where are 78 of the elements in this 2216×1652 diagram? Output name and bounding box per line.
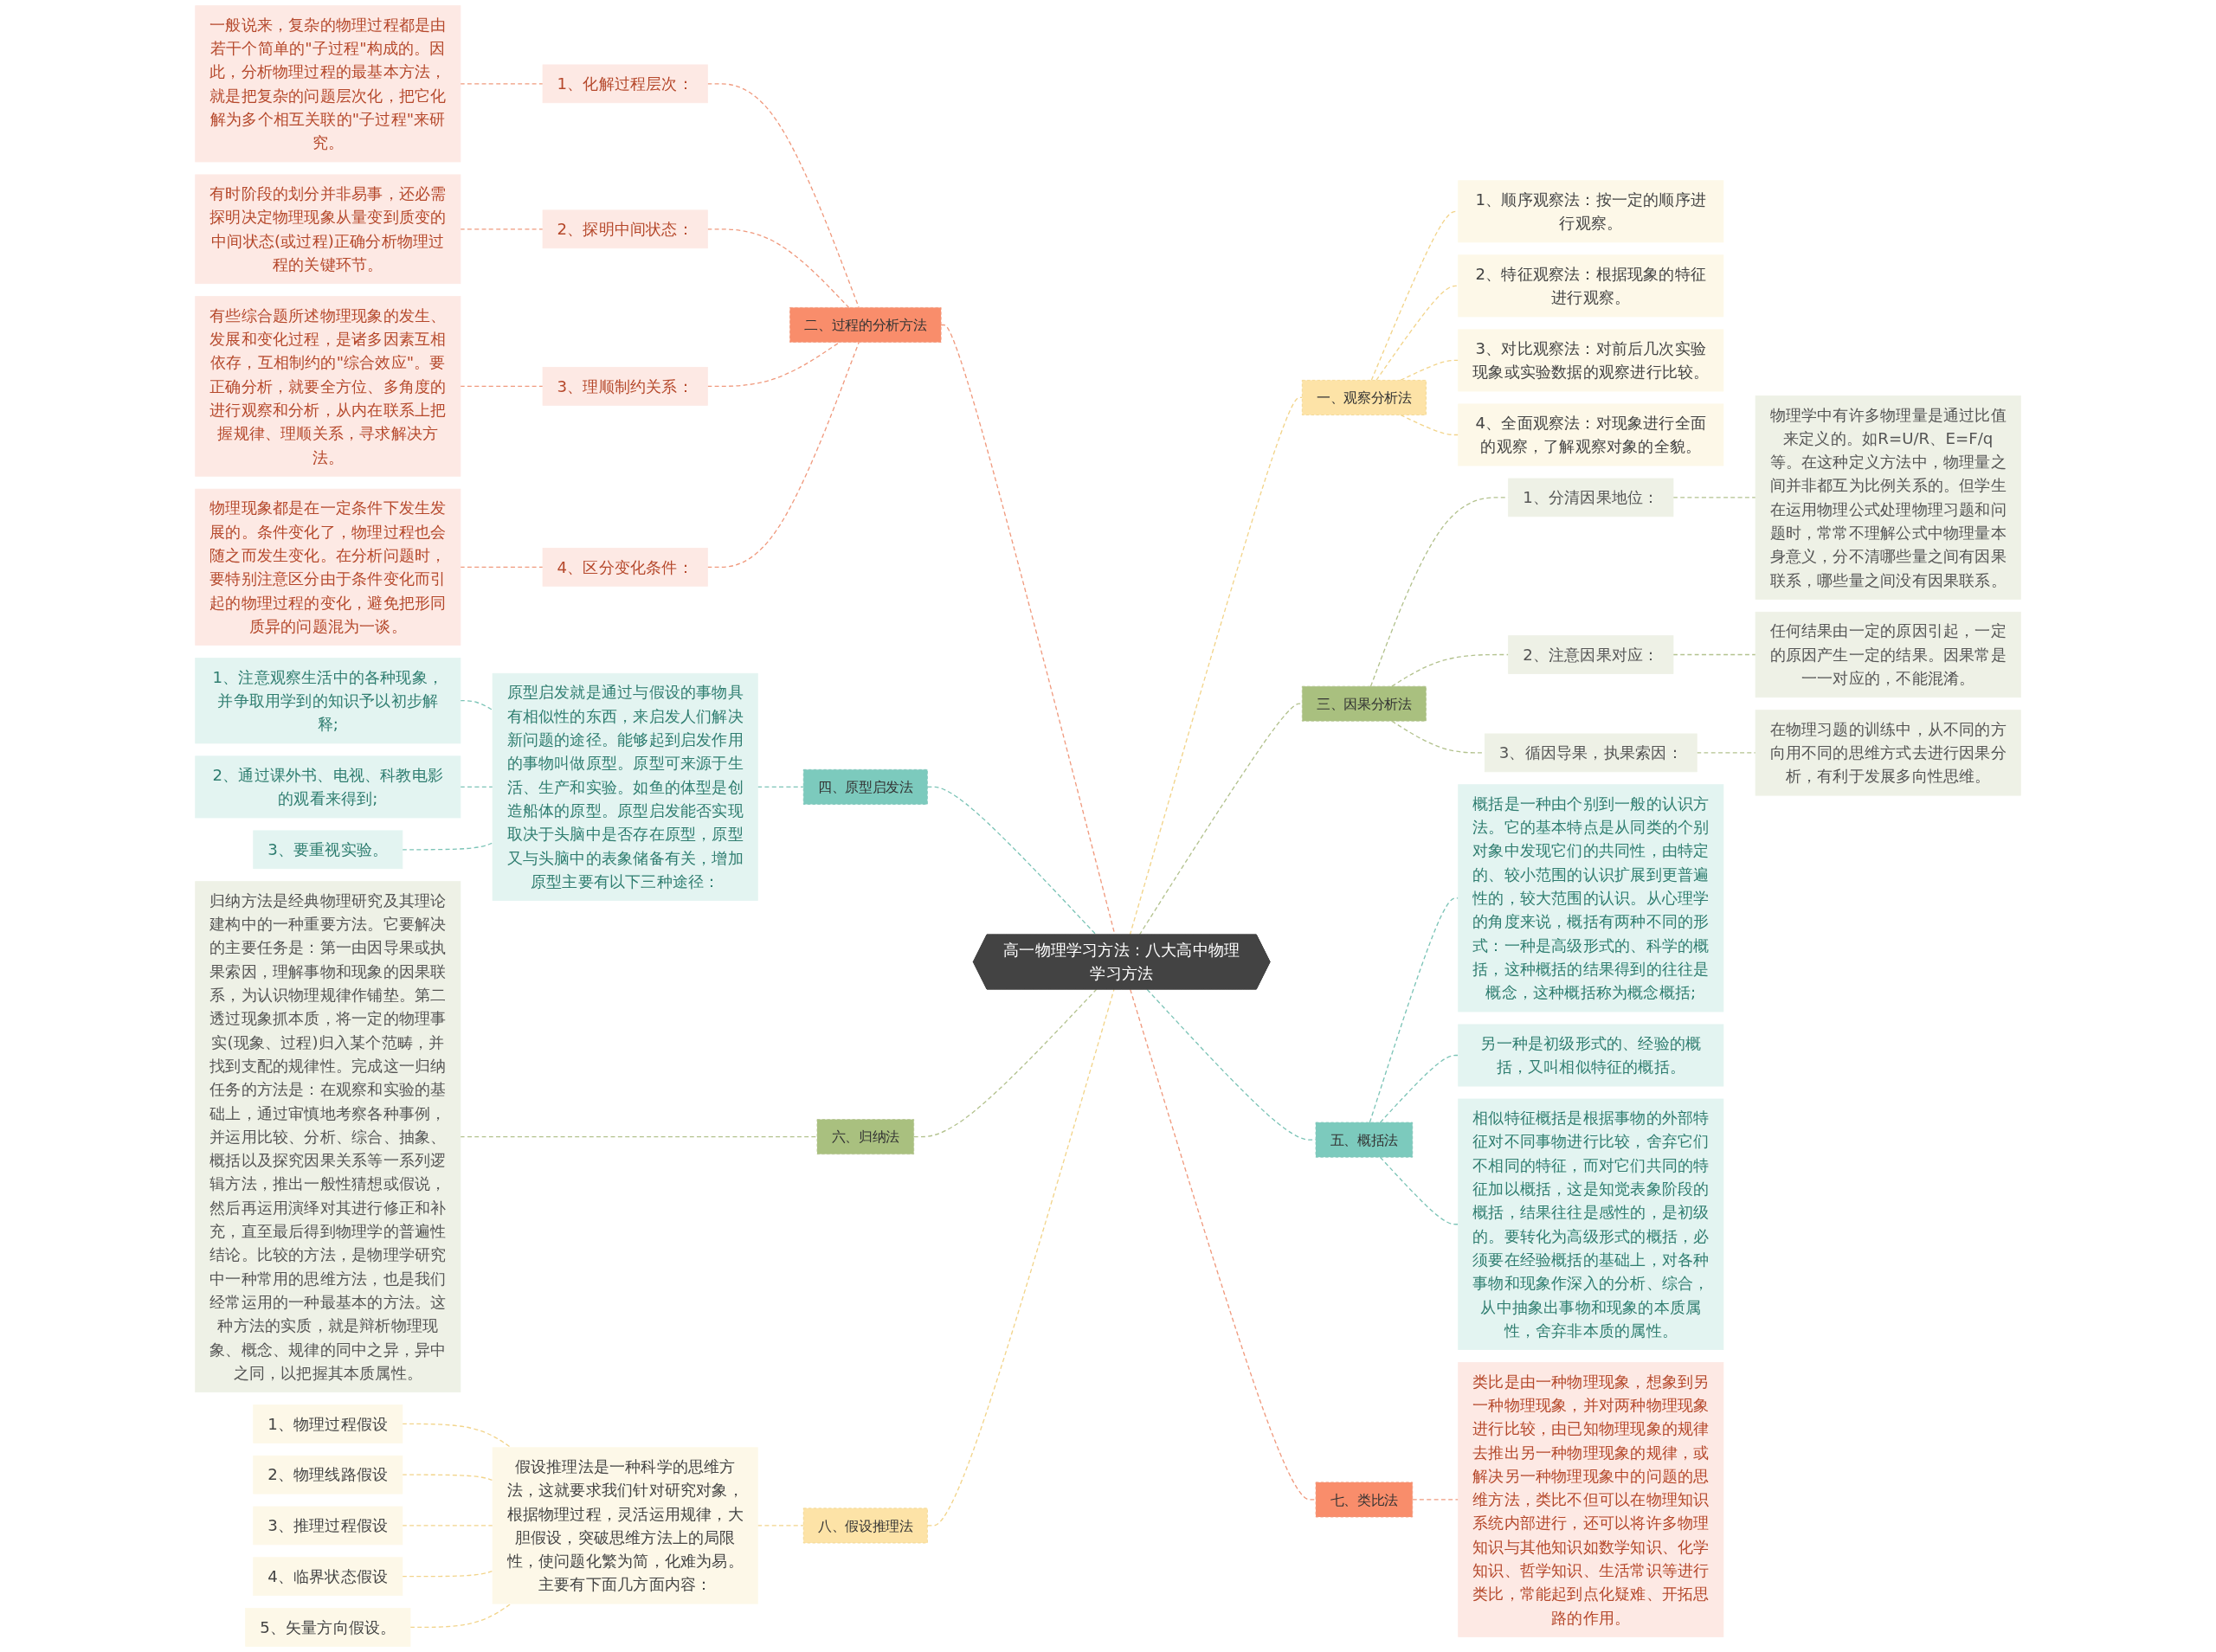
connector bbox=[460, 1135, 818, 1138]
node-box: 4、临界状态假设 bbox=[253, 1557, 403, 1597]
node-box: 八、假设推理法 bbox=[802, 1507, 928, 1544]
node-box: 概括是一种由个别到一般的认识方法。它的基本特点是从同类的个别对象中发现它们的共同性，由特定的、较小范围的认识扩展到更普遍性的，较大范围的认识。从心理学的角度来说，概括有两种不同的形式：一种是高级形式的、科学的概括，这种概括的结果得到的往往是概念，这种概括称为概念概括; bbox=[1458, 784, 1724, 1012]
connector bbox=[706, 83, 860, 309]
node-box: 相似特征概括是根据事物的外部特征对不同事物进行比较，舍弃它们不相同的特征，而对它们共同的特征加以概括，这是知觉表象阶段的概括，结果往往是感性的，是初级的。要转化为高级形式的概括，必须要在经验概括的基础上，对各种事物和现象作深入的分析、综合，从中抽象出事物和现象的本质属性，舍弃非本质的属性。 bbox=[1458, 1098, 1724, 1350]
connector bbox=[913, 988, 1098, 1138]
node-box: 5、矢量方向假设。 bbox=[245, 1608, 411, 1647]
node-box: 物理学中有许多物理量是通过比值来定义的。如R=U/R、E=F/q等。在这种定义方法中，物理量之间并非都互为比例关系的。但学生在运用物理公式处理物理习题和问题时，常常不理解公式中物理量本身意义，分不清哪些量之间有因果联系，哪些量之间没有因果联系。 bbox=[1755, 395, 2021, 600]
connector bbox=[1391, 653, 1510, 687]
connector bbox=[460, 228, 544, 230]
connector bbox=[757, 786, 804, 788]
node-box: 归纳方法是经典物理研究及其理论建构中的一种重要方法。它要解决的主要任务是：第一由因导果或执果索因，理解事物和现象的因果联系，为认识物理规律作铺垫。第二透过现象抓本质，将一定的物理事实(现象、过程)归入某个范畴，并找到支配的规律性。完成这一归纳任务的方法是：在观察和实验的基础上，通过审慎地考察各种事例，并运用比较、分析、综合、抽象、概括以及探究因果关系等一系列逻辑方法，推出一般性猜想或假说，然后再运用演绎对其进行修正和补充，直至最后得到物理学的普遍性结论。比较的方法，是物理学研究中一种常用的思维方法，也是我们经常运用的一种最基本的方法。这种方法的实质，就是辩析物理现象、概念、规律的同中之异，异中之同，以把握其本质属性。 bbox=[195, 881, 461, 1393]
connector bbox=[1379, 1054, 1459, 1123]
node-box: 假设推理法是一种科学的思维方法，这就要求我们针对研究对象，根据物理过程，灵活运用规律，大胆假设，突破思维方法上的局限性，使问题化繁为简，化难为易。主要有下面几方面内容： bbox=[492, 1447, 758, 1604]
node-box: 有些综合题所述物理现象的发生、发展和变化过程，是诸多因素互相依存，互相制约的"综合效应"。要正确分析，就要全方位、多角度的进行观察和分析，从内在联系上把握规律、理顺关系，寻求解决方法。 bbox=[195, 296, 461, 477]
connector bbox=[1672, 497, 1756, 498]
node-box: 六、归纳法 bbox=[816, 1119, 915, 1155]
node-box: 3、要重视实验。 bbox=[253, 830, 403, 870]
node-box: 有时阶段的划分并非易事，还必需探明决定物理现象从量变到质变的中间状态(或过程)正确分析物理过程的关键环节。 bbox=[195, 174, 461, 285]
node-box: 原型启发就是通过与假设的事物具有相似性的东西，来启发人们解决新问题的途径。能够起到启发作用的事物叫做原型。原型可来源于生活、生产和实验。如鱼的体型是创造船体的原型。原型启发能否实现取决于头脑中是否存在原型，原型又与头脑中的表象储备有关，增加原型主要有以下三种途径： bbox=[492, 672, 758, 901]
node-box: 3、理顺制约关系： bbox=[542, 367, 708, 406]
connector bbox=[706, 228, 850, 309]
connector bbox=[402, 1570, 493, 1578]
connector bbox=[460, 566, 544, 569]
connector bbox=[1138, 703, 1303, 936]
connector bbox=[460, 385, 544, 388]
connector bbox=[1369, 497, 1510, 687]
node-box: 2、特征观察法：根据现象的特征进行观察。 bbox=[1458, 254, 1724, 318]
node-box: 3、推理过程假设 bbox=[253, 1506, 403, 1546]
node-box: 二、过程的分析方法 bbox=[789, 307, 942, 343]
node-box: 2、物理线路假设 bbox=[253, 1455, 403, 1495]
connector bbox=[1400, 414, 1459, 436]
connector bbox=[1696, 752, 1756, 754]
node-box: 三、因果分析法 bbox=[1301, 685, 1427, 722]
connector bbox=[1129, 396, 1303, 936]
node-box: 四、原型启发法 bbox=[802, 768, 928, 805]
connector bbox=[926, 786, 1098, 936]
connector bbox=[757, 1525, 804, 1527]
connector bbox=[409, 1603, 512, 1629]
node-box: 1、物理过程假设 bbox=[253, 1405, 403, 1443]
connector bbox=[1130, 988, 1317, 1501]
node-box: 任何结果由一定的原因引起，一定的原因产生一定的结果。因果常是一一对应的，不能混淆。 bbox=[1755, 611, 2021, 698]
node-box: 物理现象都是在一定条件下发生发展的。条件变化了，物理过程也会随之而发生变化。在分析问题时，要特别注意区分由于条件变化而引起的物理过程的变化，避免把形同质异的问题混为一谈。 bbox=[195, 488, 461, 646]
node-box: 在物理习题的训练中，从不同的方向用不同的思维方式去进行因果分析，有利于发展多向性思维。 bbox=[1755, 710, 2021, 796]
connector bbox=[1370, 210, 1459, 382]
connector bbox=[1412, 1499, 1459, 1501]
node-box: 2、探明中间状态： bbox=[542, 209, 708, 249]
connector bbox=[1672, 653, 1756, 656]
node-box: 3、循因导果，执果索因： bbox=[1484, 733, 1697, 773]
node-box: 4、全面观察法：对现象进行全面的观察，了解观察对象的全貌。 bbox=[1458, 403, 1724, 466]
node-box: 1、顺序观察法：按一定的顺序进行观察。 bbox=[1458, 180, 1724, 243]
node-box: 2、通过课外书、电视、科教电影的观看来得到; bbox=[195, 755, 461, 819]
connector bbox=[706, 341, 841, 388]
connector bbox=[402, 1525, 493, 1527]
node-box: 3、对比观察法：对前后几次实验现象或实验数据的观察进行比较。 bbox=[1458, 329, 1724, 392]
connector bbox=[460, 700, 493, 711]
connector bbox=[460, 83, 544, 85]
node-box: 1、注意观察生活中的各种现象，并争取用学到的知识予以初步解释; bbox=[195, 658, 461, 744]
node-box: 七、类比法 bbox=[1315, 1482, 1414, 1518]
connector bbox=[402, 1474, 493, 1482]
connector bbox=[460, 786, 493, 788]
connector bbox=[706, 341, 860, 569]
connector bbox=[402, 842, 493, 851]
node-box: 4、区分变化条件： bbox=[542, 548, 708, 587]
connector bbox=[1369, 897, 1459, 1123]
connector bbox=[1400, 359, 1459, 382]
node-box: 2、注意因果对应： bbox=[1508, 635, 1674, 674]
connector bbox=[1379, 1156, 1459, 1225]
node-box: 一般说来，复杂的物理过程都是由若干个简单的"子过程"构成的。因此，分析物理过程的最基本方法，就是把复杂的问题层次化，把它化解为多个相互关联的"子过程"来研究。 bbox=[195, 5, 461, 163]
node-box: 五、概括法 bbox=[1315, 1122, 1414, 1158]
node-box: 类比是由一种物理现象，想象到另一种物理现象，并对两种物理现象进行比较，由已知物理现象的规律去推出另一种物理现象的规律，或解决另一种物理现象中的问题的思维方法，类比不但可以在物理知识系统内部进行，还可以将许多物理知识与其他知识如数学知识、化学知识、哲学知识、生活常识等进行类比，常能起到点化疑难、开拓思路的作用。 bbox=[1458, 1362, 1724, 1637]
node-box: 一、观察分析法 bbox=[1301, 379, 1427, 415]
node-box: 1、分清因果地位： bbox=[1508, 478, 1674, 517]
connector bbox=[1375, 285, 1459, 382]
node-box: 另一种是初级形式的、经验的概括，又叫相似特征的概括。 bbox=[1458, 1024, 1724, 1087]
connector bbox=[926, 988, 1115, 1527]
node-box: 1、化解过程层次： bbox=[542, 64, 708, 104]
